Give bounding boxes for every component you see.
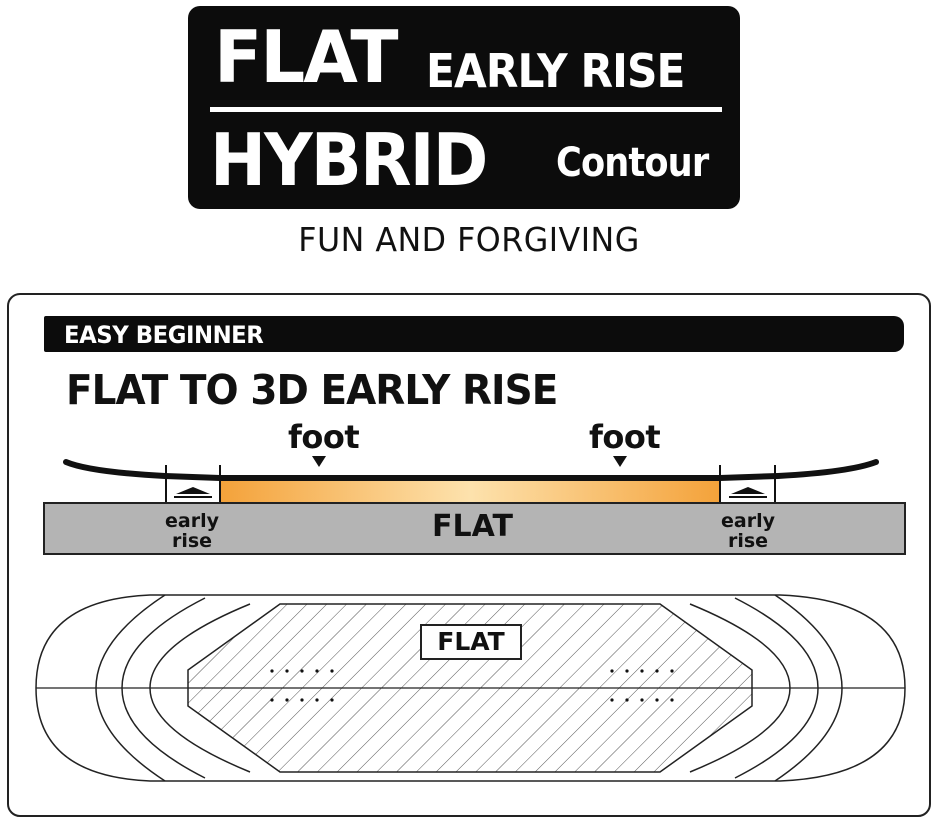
logo-flat-text: FLAT: [214, 15, 399, 99]
insert-dots-left: [270, 669, 334, 702]
early-rise-left-arrow: [176, 487, 210, 494]
insert-dots-right: [610, 669, 674, 702]
foot-left-arrow: [312, 456, 326, 467]
brand-logo: FLAT EARLY RISE HYBRID Contour: [188, 6, 740, 209]
logo-early-rise-text: EARLY RISE: [426, 44, 685, 98]
foot-left-label: foot: [288, 418, 360, 456]
foot-right-label: foot: [589, 418, 661, 456]
level-bar: EASY BEGINNER: [44, 316, 904, 352]
board-profile-line: [63, 459, 879, 481]
early-rise-right-word2: rise: [727, 530, 769, 552]
early-rise-left-word1: early: [165, 510, 219, 532]
logo-hybrid-text: HYBRID: [210, 118, 488, 202]
foot-right-arrow: [613, 456, 627, 467]
early-rise-right-arrow: [731, 487, 765, 494]
early-rise-left-word2: rise: [171, 530, 213, 552]
flat-section: [220, 480, 720, 502]
profile-title: FLAT TO 3D EARLY RISE: [66, 366, 558, 414]
flat-profile-label: FLAT: [432, 509, 513, 544]
base-slab: [43, 502, 906, 555]
early-rise-left-label: early rise: [162, 511, 222, 551]
logo-contour-text: Contour: [556, 140, 709, 186]
early-rise-right-label: early rise: [718, 511, 778, 551]
tagline: FUN AND FORGIVING: [298, 220, 640, 259]
level-label: EASY BEGINNER: [64, 321, 264, 349]
board-flat-label: FLAT: [420, 624, 522, 660]
logo-divider: [210, 107, 722, 112]
early-rise-right-word1: early: [721, 510, 775, 532]
